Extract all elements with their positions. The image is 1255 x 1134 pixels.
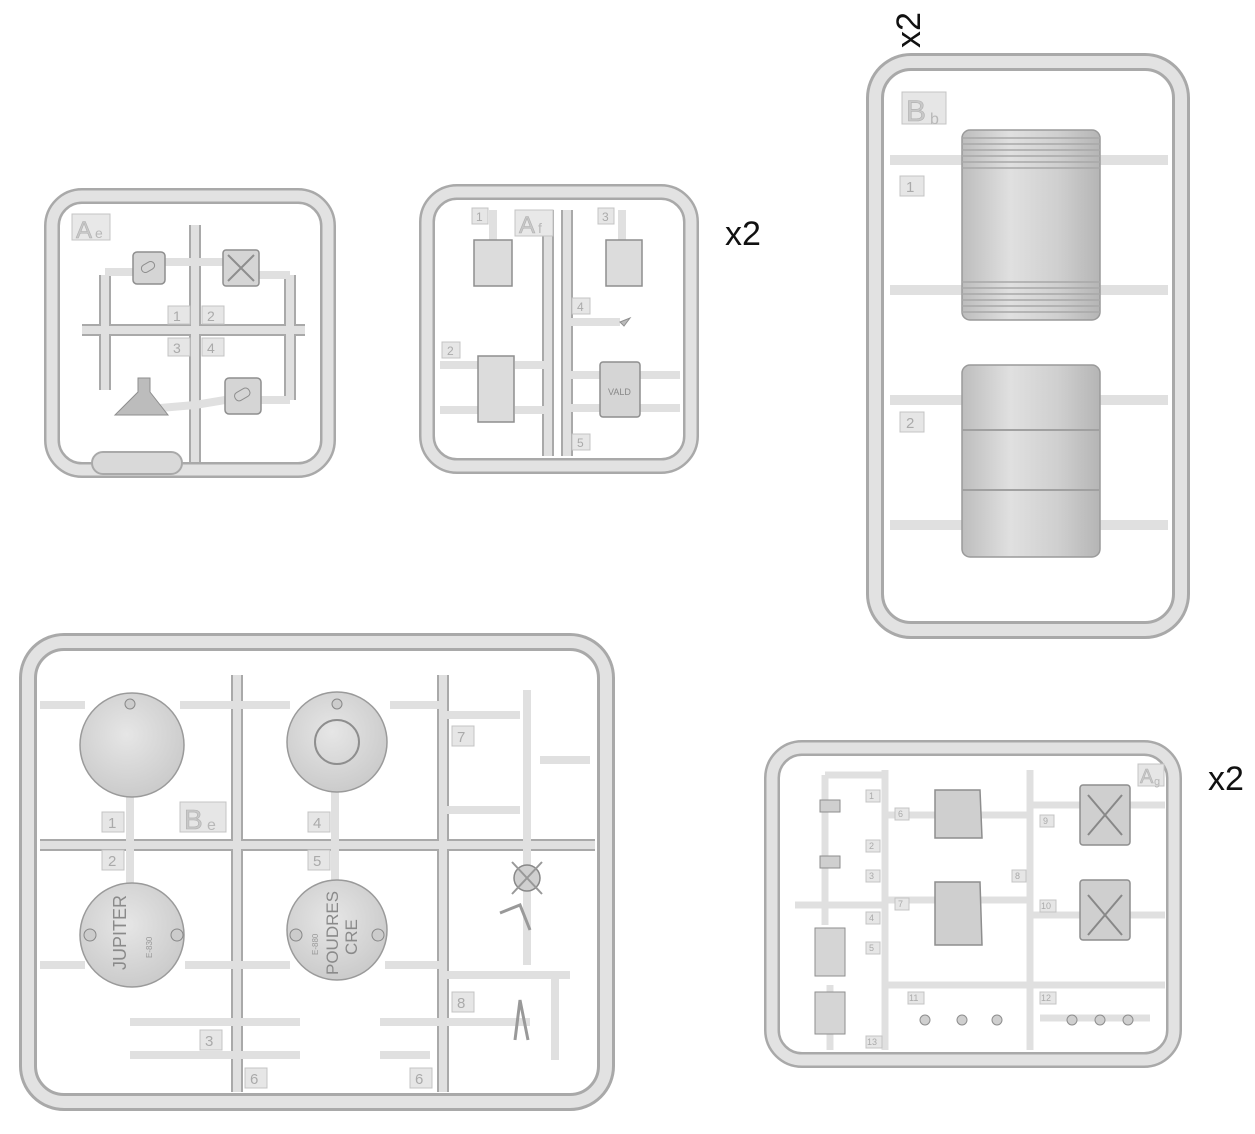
sprue-af-letter: A: [519, 212, 535, 239]
lid-poudres-sub: E-880: [311, 933, 320, 955]
multiplier-bb: x2: [890, 12, 928, 48]
lid-plain: [79, 692, 185, 798]
part-number: 4: [207, 340, 215, 356]
sprue-ag-sub: g: [1154, 776, 1160, 788]
part-number: 8: [457, 995, 465, 1012]
sprue-bb-letter: B: [906, 95, 926, 128]
lid-poudres-text2: CRE: [342, 919, 361, 955]
sprue-ae-letter: A: [76, 217, 92, 244]
lid-poudres-text: POUDRES: [323, 891, 342, 975]
sprue-ae: A e 1 2 3 4: [44, 188, 336, 478]
sprue-be-sub: e: [207, 817, 216, 834]
part-number: 13: [867, 1037, 877, 1047]
part-number: 1: [108, 815, 116, 832]
part-number: 5: [869, 943, 874, 953]
sprue-be: JUPITER E-830 POUDRES CRE E-880 B e 1 2 …: [19, 633, 615, 1111]
barrel-1: [961, 129, 1101, 321]
part-number: 1: [173, 308, 181, 324]
part-number: 5: [313, 853, 321, 870]
part-number: 2: [108, 853, 116, 870]
lid-jupiter: [79, 882, 185, 988]
jerrycan-1: [934, 789, 983, 839]
can-embossing: VALD: [608, 387, 631, 397]
multiplier-ag: x2: [1208, 760, 1244, 798]
part-number: 3: [602, 210, 609, 224]
sprue-ag: A g 1 2 3 4 5 6 7 8 9 10 11 12: [764, 740, 1182, 1068]
part-number: 7: [457, 729, 465, 746]
lid-jupiter-sub: E-830: [145, 936, 154, 958]
jerrycan-2: [934, 881, 983, 946]
jerrycan-4: [1079, 879, 1131, 941]
barrel-2: [961, 364, 1101, 558]
sprue-ae-sub: e: [95, 225, 103, 241]
part-number: 11: [909, 993, 918, 1003]
part-number: 8: [1015, 871, 1020, 881]
sprue-ag-letter: A: [1140, 766, 1154, 788]
sprue-af-sub: f: [538, 220, 542, 236]
part-number: 4: [577, 300, 584, 314]
part-number: 2: [207, 308, 215, 324]
multiplier-af: x2: [725, 215, 761, 253]
part-number: 7: [898, 899, 903, 909]
part-number: 3: [869, 871, 874, 881]
sprue-af: VALD A f 1 2 3 4 5: [419, 184, 699, 474]
part-number: 5: [577, 436, 584, 450]
part-number: 6: [415, 1071, 423, 1088]
part-number: 4: [869, 913, 874, 923]
sprue-bb: B b 1 2: [866, 53, 1190, 639]
part-number: 12: [1041, 993, 1051, 1003]
part-number: 1: [869, 791, 874, 801]
sprue-be-letter: B: [184, 804, 203, 835]
part-number: 1: [476, 210, 483, 224]
part-number: 3: [173, 340, 181, 356]
part-number: 2: [869, 841, 874, 851]
part-number: 9: [1043, 816, 1048, 826]
lid-jupiter-text: JUPITER: [110, 895, 130, 970]
part-number: 2: [447, 344, 454, 358]
part-number: 6: [898, 809, 903, 819]
part-number: 4: [313, 815, 321, 832]
part-number: 10: [1041, 901, 1051, 911]
part-number: 1: [906, 179, 914, 196]
part-number: 3: [205, 1033, 213, 1050]
part-number: 2: [906, 415, 914, 432]
lid-poudres: [286, 879, 388, 981]
part-number: 6: [250, 1071, 258, 1088]
sprue-bb-sub: b: [930, 111, 939, 128]
lid-ring: [286, 691, 388, 793]
